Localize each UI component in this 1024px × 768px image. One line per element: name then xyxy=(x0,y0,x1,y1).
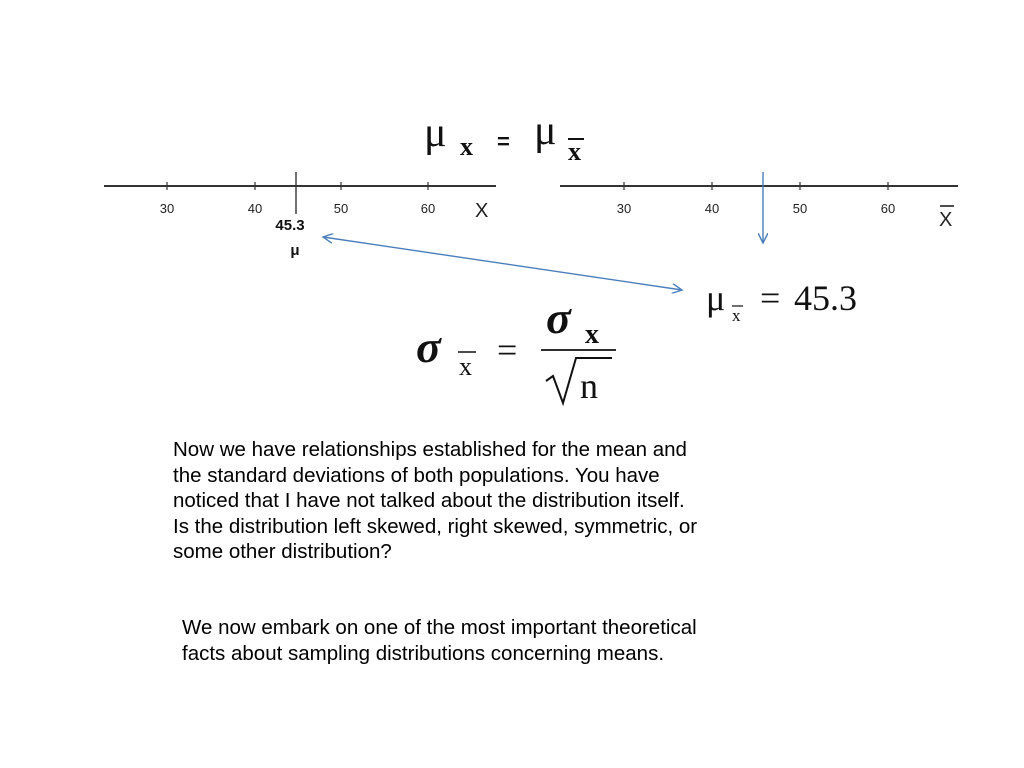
sigma-formula: σ x = σ x n xyxy=(416,292,616,407)
sigma-denominator: n xyxy=(580,366,598,406)
left-tick-label: 30 xyxy=(160,201,174,216)
left-tick-label: 60 xyxy=(421,201,435,216)
paragraph-theoretical-facts: We now embark on one of the most importa… xyxy=(182,616,697,665)
double-headed-arrow xyxy=(323,237,682,290)
top-eq-right-subscript: x xyxy=(568,137,581,166)
left-mean-value: 45.3 xyxy=(275,217,304,234)
left-axis-variable: X xyxy=(475,200,488,222)
sigma-numerator: σ xyxy=(546,292,572,343)
top-eq-equals: = xyxy=(497,129,510,154)
right-tick-label: 30 xyxy=(617,201,631,216)
top-eq-left-subscript: x xyxy=(460,132,473,161)
mean-result-mu: μ xyxy=(706,278,725,318)
paragraph-relationships: Now we have relationships established fo… xyxy=(173,438,698,563)
left-number-line: 30 40 50 60 X 45.3 μ xyxy=(104,172,496,259)
top-eq-left-mu: μ xyxy=(424,110,447,156)
mean-result-subscript: x xyxy=(732,306,741,325)
sqrt-radical-sign xyxy=(545,357,612,407)
sigma-left-subscript: x xyxy=(459,352,472,381)
right-tick-label: 50 xyxy=(793,201,807,216)
top-eq-right-mu: μ xyxy=(534,108,557,154)
sigma-equals: = xyxy=(497,330,517,370)
mean-result-equation: μ x = 45.3 xyxy=(706,278,857,325)
left-tick-label: 50 xyxy=(334,201,348,216)
sigma-left: σ xyxy=(416,321,442,372)
mean-result-equals: = xyxy=(760,278,780,318)
right-number-line: 30 40 50 60 X xyxy=(560,182,958,231)
sigma-numerator-subscript: x xyxy=(585,319,599,350)
right-axis-variable: X xyxy=(939,209,952,231)
mean-result-value: 45.3 xyxy=(794,278,857,318)
right-tick-label: 60 xyxy=(881,201,895,216)
right-tick-label: 40 xyxy=(705,201,719,216)
left-mean-symbol: μ xyxy=(290,242,299,259)
top-equation: μ x = μ x xyxy=(424,108,584,166)
left-tick-label: 40 xyxy=(248,201,262,216)
